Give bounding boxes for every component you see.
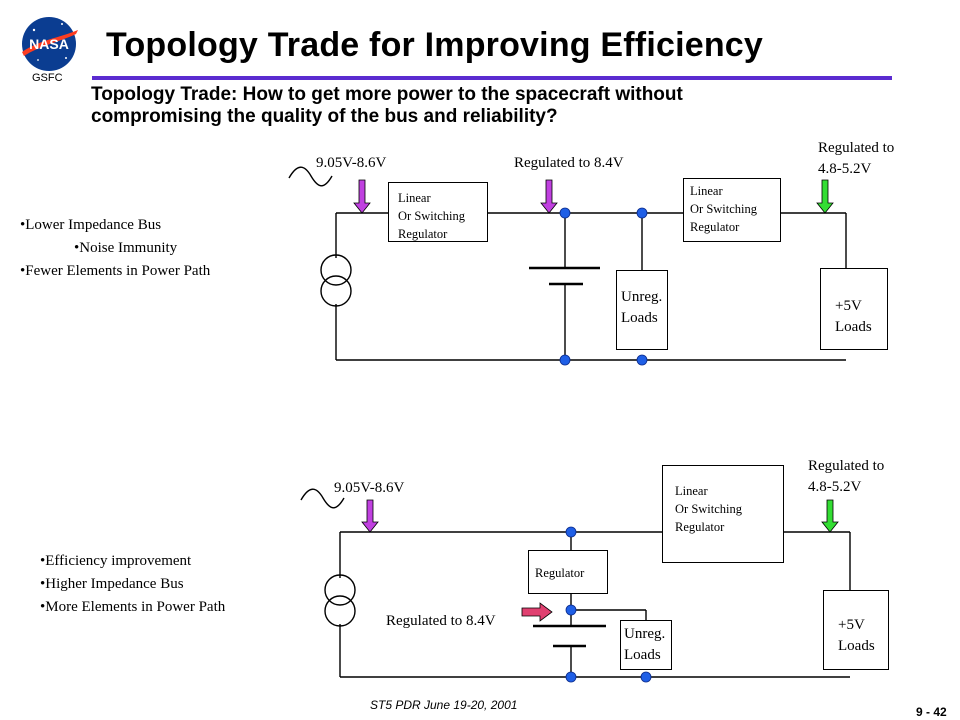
bottom-bullet-1: •Efficiency improvement bbox=[40, 553, 192, 569]
bottom-node-3 bbox=[565, 671, 577, 683]
top-output-label-line-2: 4.8-5.2V bbox=[818, 161, 872, 177]
subtitle-line-2: compromising the quality of the bus and … bbox=[91, 106, 558, 127]
nasa-logo: NASA bbox=[22, 17, 78, 71]
bottom-node-1 bbox=[565, 526, 577, 538]
top-regulator-1-line-1: Linear bbox=[398, 191, 431, 205]
bottom-output-label-line-1: Regulated to bbox=[808, 458, 885, 474]
top-node-3 bbox=[559, 354, 571, 366]
top-bullet-1: •Lower Impedance Bus bbox=[20, 217, 162, 233]
org-label: GSFC bbox=[32, 72, 63, 84]
top-arrows bbox=[353, 179, 834, 214]
subtitle-line-1: Topology Trade: How to get more power to… bbox=[91, 84, 683, 105]
bottom-source-circle-1 bbox=[324, 574, 356, 606]
bottom-output-regulated-label: Regulated to 4.8-5.2V bbox=[808, 456, 884, 498]
top-regulator-1-text: Linear Or Switching Regulator bbox=[398, 189, 465, 243]
bottom-unreg-loads-line-2: Loads bbox=[624, 647, 661, 663]
bottom-bullet-3-text: More Elements in Power Path bbox=[45, 599, 226, 615]
bottom-ac-wave bbox=[300, 488, 345, 509]
top-input-arrow bbox=[353, 179, 371, 214]
bottom-bullet-list: •Efficiency improvement •Higher Impedanc… bbox=[40, 550, 225, 619]
top-mid-arrow bbox=[540, 179, 558, 214]
top-bullet-3-text: Fewer Elements in Power Path bbox=[25, 263, 211, 279]
bottom-5v-loads-line-1: +5V bbox=[838, 617, 865, 633]
top-bullet-3: •Fewer Elements in Power Path bbox=[20, 263, 211, 279]
top-node-1 bbox=[559, 207, 571, 219]
top-bullet-list: •Lower Impedance Bus •Noise Immunity •Fe… bbox=[20, 214, 210, 283]
top-source-circle-1 bbox=[320, 254, 352, 286]
page-number: 9 - 42 bbox=[916, 705, 947, 719]
top-5v-loads-line-2: Loads bbox=[835, 319, 872, 335]
bottom-mid-arrow bbox=[521, 602, 553, 622]
logo-text: NASA bbox=[29, 36, 69, 52]
top-output-label-line-1: Regulated to bbox=[818, 140, 895, 156]
top-5v-loads-text: +5V Loads bbox=[835, 296, 872, 338]
top-regulator-2: Linear Or Switching Regulator bbox=[683, 178, 781, 242]
bottom-bullet-3: •More Elements in Power Path bbox=[40, 599, 226, 615]
top-source-circle-2 bbox=[320, 275, 352, 307]
top-unreg-loads-box: Unreg. Loads bbox=[616, 270, 668, 350]
bottom-regulator-big-line-3: Regulator bbox=[675, 520, 725, 534]
top-regulator-2-text: Linear Or Switching Regulator bbox=[690, 182, 757, 236]
top-nodes bbox=[559, 207, 648, 366]
bottom-5v-loads-box: +5V Loads bbox=[823, 590, 889, 670]
bottom-bullet-2-text: Higher Impedance Bus bbox=[45, 576, 184, 592]
bottom-node-2 bbox=[565, 604, 577, 616]
page-title: Topology Trade for Improving Efficiency bbox=[106, 26, 764, 64]
top-5v-loads-box: +5V Loads bbox=[820, 268, 888, 350]
bottom-unreg-loads-box: Unreg. Loads bbox=[620, 620, 672, 670]
top-node-4 bbox=[636, 354, 648, 366]
bottom-regulator-big-line-2: Or Switching bbox=[675, 502, 743, 516]
bottom-bullet-1-text: Efficiency improvement bbox=[45, 553, 192, 569]
bottom-output-arrow bbox=[821, 499, 839, 533]
bottom-5v-loads-line-2: Loads bbox=[838, 638, 875, 654]
bottom-5v-loads-text: +5V Loads bbox=[838, 615, 875, 657]
top-unreg-loads-text: Unreg. Loads bbox=[621, 287, 662, 329]
top-regulator-1: Linear Or Switching Regulator bbox=[388, 182, 488, 242]
title-rule bbox=[92, 76, 892, 80]
top-5v-loads-line-1: +5V bbox=[835, 298, 862, 314]
subtitle: Topology Trade: How to get more power to… bbox=[91, 84, 683, 128]
bottom-unreg-loads-line-1: Unreg. bbox=[624, 626, 666, 642]
bottom-regulator-big: Linear Or Switching Regulator bbox=[662, 465, 784, 563]
top-node-2 bbox=[636, 207, 648, 219]
bottom-regulator-big-text: Linear Or Switching Regulator bbox=[675, 482, 742, 536]
top-regulator-2-line-1: Linear bbox=[690, 184, 723, 198]
top-regulator-2-line-2: Or Switching bbox=[690, 202, 758, 216]
bottom-nodes bbox=[565, 526, 652, 683]
bottom-output-label-line-2: 4.8-5.2V bbox=[808, 479, 862, 495]
bottom-node-4 bbox=[640, 671, 652, 683]
bottom-source-circle-2 bbox=[324, 595, 356, 627]
top-regulator-2-line-3: Regulator bbox=[690, 220, 740, 234]
top-unreg-loads-line-1: Unreg. bbox=[621, 289, 663, 305]
top-bullet-1-text: Lower Impedance Bus bbox=[25, 217, 162, 233]
bottom-unreg-loads-text: Unreg. Loads bbox=[624, 624, 665, 666]
top-circuit bbox=[288, 166, 847, 361]
bottom-bullet-2: •Higher Impedance Bus bbox=[40, 576, 184, 592]
top-bullet-2-text: Noise Immunity bbox=[79, 240, 178, 256]
bottom-regulator-small-text: Regulator bbox=[535, 566, 585, 580]
bottom-arrows bbox=[361, 499, 839, 622]
top-output-arrow bbox=[816, 179, 834, 214]
bottom-input-arrow bbox=[361, 499, 379, 533]
bottom-regulator-big-line-1: Linear bbox=[675, 484, 708, 498]
top-mid-regulated-label: Regulated to 8.4V bbox=[514, 155, 624, 171]
top-ac-wave bbox=[288, 166, 333, 187]
top-output-regulated-label: Regulated to 4.8-5.2V bbox=[818, 138, 894, 180]
footer-text: ST5 PDR June 19-20, 2001 bbox=[370, 698, 518, 712]
bottom-mid-regulated-label: Regulated to 8.4V bbox=[386, 613, 496, 629]
top-regulator-1-line-3: Regulator bbox=[398, 227, 448, 241]
bottom-regulator-small: Regulator bbox=[528, 550, 608, 594]
bottom-input-voltage-label: 9.05V-8.6V bbox=[334, 480, 405, 496]
top-input-voltage-label: 9.05V-8.6V bbox=[316, 155, 387, 171]
top-bullet-2: •Noise Immunity bbox=[74, 240, 178, 256]
top-regulator-1-line-2: Or Switching bbox=[398, 209, 466, 223]
top-unreg-loads-line-2: Loads bbox=[621, 310, 658, 326]
